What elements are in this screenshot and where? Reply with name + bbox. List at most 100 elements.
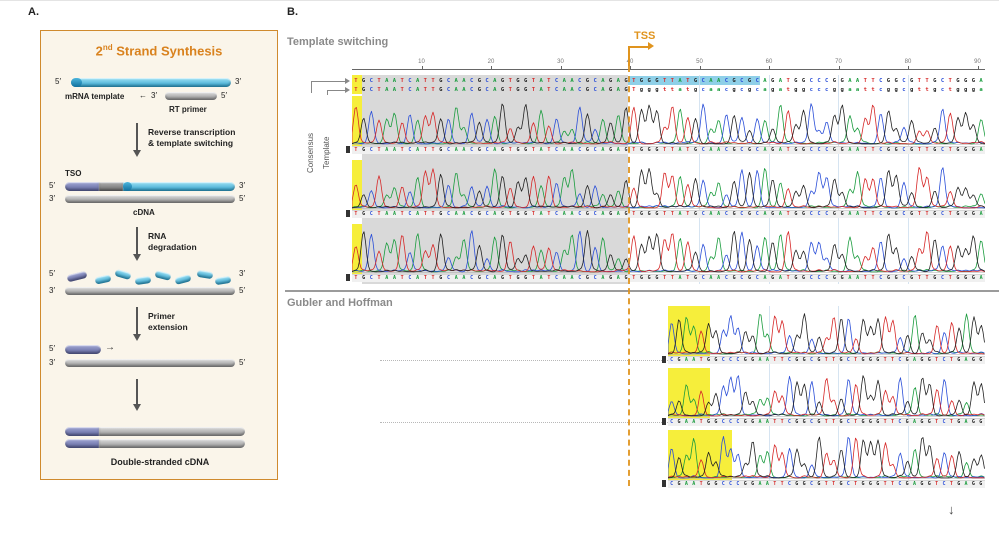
five-prime-label: 5′ [239,286,245,295]
rna-fragment [114,268,132,281]
step1-line1: Reverse transcription [148,127,236,137]
five-prime-label: 5′ [239,358,245,367]
trace-start-marker [346,146,350,153]
three-prime-label: 3′ [239,181,245,190]
section-divider [285,290,999,292]
mrna-cap [71,78,82,87]
dotted-leader-line [380,360,668,361]
double-stranded-cdna-label: Double-stranded cDNA [110,457,210,467]
template-axis-label: Template [322,136,331,170]
rna-fragment [154,270,172,281]
step3-line1: Primer [148,311,175,321]
three-prime-label: 3′ [235,77,241,86]
consensus-arrow-icon [311,78,350,93]
rna-fragment [174,274,192,285]
step1-line2: & template switching [148,137,234,148]
yellow-highlight-rows [352,75,362,94]
trace-start-marker [662,418,666,425]
step2-line2: degradation [148,241,197,252]
step2-text: RNA degradation [148,231,197,252]
rt-primer-label: RT primer [169,105,207,114]
three-prime-label: 3′ [151,91,157,100]
top-hairline [0,0,999,1]
title-superscript: nd [102,43,113,52]
chromatogram-plot [352,103,985,145]
mrna-junction-cap [123,182,132,191]
grid-line [769,75,770,284]
chromatogram-plot [668,313,985,355]
three-prime-label: 3′ [239,269,245,278]
rna-fragment [134,275,152,286]
pre-tss-gray-highlight [362,75,628,284]
chromatogram-plot [352,167,985,209]
trace-start-marker [346,210,350,217]
five-prime-label: 5′ [49,269,55,278]
title-prefix: 2 [95,43,103,59]
trace-start-marker [662,356,666,363]
ds-cdna-top-purple [65,427,99,436]
step3-text: Primer extension [148,311,188,332]
rna-fragment [214,275,232,286]
mrna-template-bar [71,78,231,87]
right-arrow-icon: → [105,342,115,353]
trace-start-marker [346,274,350,281]
tss-dashed-line [628,66,630,486]
primer-bar [65,345,101,354]
down-arrow-icon [133,307,141,341]
grid-line [838,306,839,486]
cdna-strand-bar [65,287,235,295]
down-arrow-icon [133,123,141,157]
grid-line [699,75,700,284]
three-prime-label: 3′ [49,286,55,295]
title-rest: Strand Synthesis [112,43,223,59]
yellow-highlight-ts-1 [352,96,362,154]
chromatogram-plot [668,436,985,479]
tss-arrow-icon [628,42,654,66]
down-arrow-icon: ↓ [948,502,955,517]
tss-label: TSS [634,30,656,42]
cdna-strand-bar [65,359,235,367]
tso-label: TSO [65,169,82,178]
five-prime-label: 5′ [49,344,55,353]
tss-blue-highlight [628,76,760,85]
tso-bar [65,182,99,191]
chromatogram-plot [352,230,985,273]
step1-text: Reverse transcription & template switchi… [148,127,235,148]
cdna-label: cDNA [133,208,155,217]
panel-b-label: B. [287,6,298,18]
down-arrow-icon [133,227,141,261]
left-arrow-icon: ← [139,91,147,100]
panel-a-title: 2nd Strand Synthesis [41,43,277,58]
chromatogram-plot [668,375,985,417]
five-prime-label: 5′ [221,91,227,100]
mrna-label: mRNA template [65,92,125,101]
panel-a-label: A. [28,6,39,18]
consensus-axis-label: Consensus [306,132,315,174]
grid-line [908,75,909,284]
section-title-template-switching: Template switching [287,36,389,48]
ds-cdna-bottom-purple [65,439,99,448]
tso-fragment [66,270,88,283]
rt-primer-bar [165,92,217,100]
linker-bar [99,182,123,191]
step3-line2: extension [148,321,188,332]
down-arrow-icon [133,379,141,411]
section-title-gubler-hoffman: Gubler and Hoffman [287,297,393,309]
three-prime-label: 3′ [49,358,55,367]
trace-start-marker [662,480,666,487]
rna-fragment [196,269,214,280]
grid-line [838,75,839,284]
five-prime-label: 5′ [49,181,55,190]
